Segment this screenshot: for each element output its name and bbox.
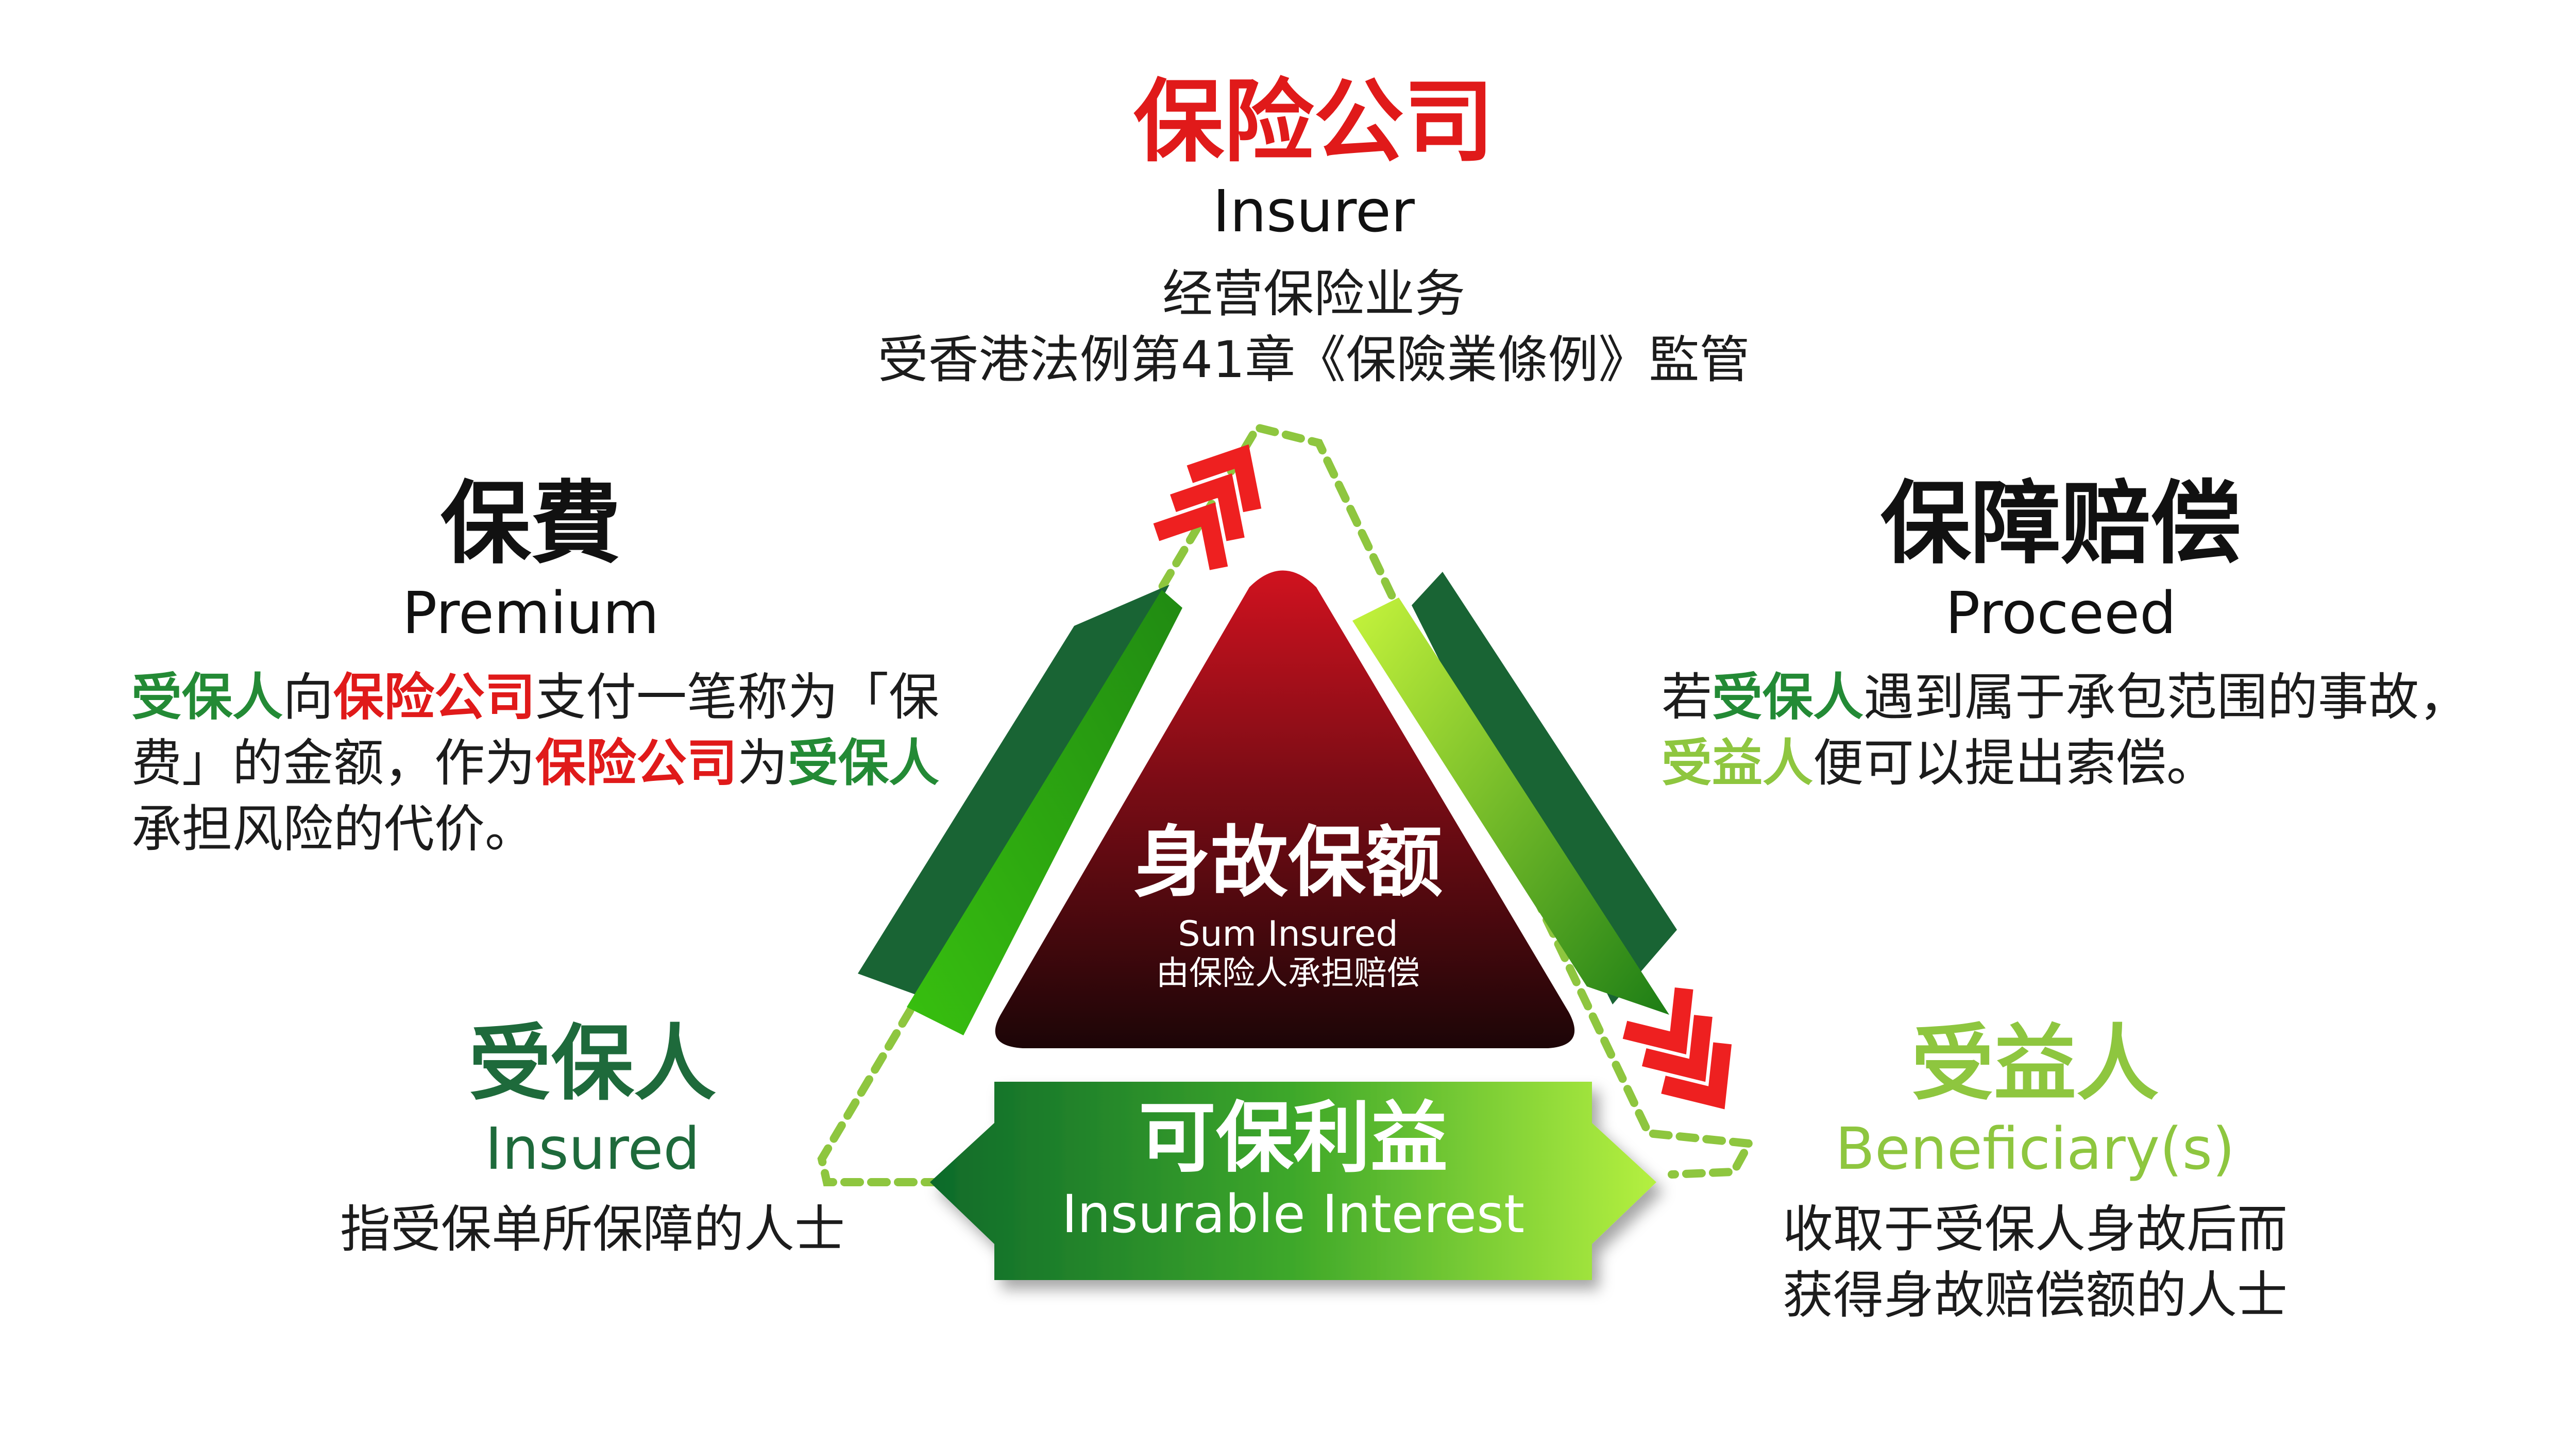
insurer-block: 保险公司 Insurer 经营保险业务 受香港法例第41章《保險業條例》監管 xyxy=(876,77,1752,393)
down-chevron-arrow-icon xyxy=(1622,987,1732,1110)
premium-band xyxy=(858,585,1182,1035)
sum-insured-title-zh: 身故保额 xyxy=(1133,818,1443,908)
proceed-title-zh: 保障赔偿 xyxy=(1880,472,2241,576)
proceed-title-en: Proceed xyxy=(1945,580,2177,647)
insurable-interest-title-zh: 可保利益 xyxy=(1138,1094,1448,1183)
proceed-band xyxy=(1352,572,1677,1015)
premium-text-a: 向 xyxy=(283,668,334,727)
sum-insured-desc: 由保险人承担赔偿 xyxy=(1156,954,1420,993)
sum-insured-title-en: Sum Insured xyxy=(1178,914,1398,954)
insurer-desc-line1: 经营保险业务 xyxy=(1162,265,1465,323)
premium-title-zh: 保費 xyxy=(440,472,621,576)
sum-insured-triangle xyxy=(995,570,1575,1048)
up-chevron-arrow-icon xyxy=(1153,444,1262,570)
premium-insured-ref: 受保人 xyxy=(131,668,283,727)
beneficiary-title-zh: 受益人 xyxy=(1911,1015,2159,1112)
premium-heading: 保費 Premium xyxy=(350,479,711,642)
beneficiary-block: 受益人 Beneficiary(s) 收取于受保人身故后而 获得身故赔偿额的人士 xyxy=(1700,1022,2370,1328)
premium-desc-line2: 费」的金额，作为保险公司为受保人 xyxy=(131,730,956,796)
insured-block: 受保人 Insured 指受保单所保障的人士 xyxy=(258,1022,927,1263)
insured-title-zh: 受保人 xyxy=(468,1015,716,1112)
premium-desc-line3: 承担风险的代价。 xyxy=(131,800,536,859)
insurer-desc-line2: 受香港法例第41章《保險業條例》監管 xyxy=(877,331,1750,389)
proceed-desc-line1: 若受保人遇到属于承包范围的事故， xyxy=(1662,664,2537,730)
insurable-interest-block: 可保利益 Insurable Interest xyxy=(994,1100,1592,1241)
proceed-desc: 若受保人遇到属于承包范围的事故， 受益人便可以提出索偿。 xyxy=(1662,664,2537,796)
insurer-title-zh: 保险公司 xyxy=(1133,70,1494,175)
insured-desc: 指受保单所保障的人士 xyxy=(340,1200,845,1259)
premium-insurer-ref: 保险公司 xyxy=(333,668,536,727)
beneficiary-desc-line2: 获得身故赔偿额的人士 xyxy=(1782,1266,2287,1325)
premium-text-d: 为 xyxy=(737,734,788,793)
insurable-interest-banner xyxy=(930,1082,1656,1280)
beneficiary-title-en: Beneficiary(s) xyxy=(1835,1116,2235,1183)
premium-text-b: 支付一笔称为「保 xyxy=(535,668,940,727)
premium-desc-line1: 受保人向保险公司支付一笔称为「保 xyxy=(131,664,956,730)
proceed-beneficiary-ref: 受益人 xyxy=(1662,734,1814,793)
proceed-insured-ref: 受保人 xyxy=(1712,668,1864,727)
premium-text-c: 费」的金额，作为 xyxy=(131,734,536,793)
beneficiary-desc-line1: 收取于受保人身故后而 xyxy=(1782,1200,2287,1259)
premium-insurer-ref-2: 保险公司 xyxy=(535,734,738,793)
insured-title-en: Insured xyxy=(485,1116,700,1183)
proceed-text-a: 若 xyxy=(1662,668,1713,727)
dotted-connector-line xyxy=(817,422,1756,1186)
premium-title-en: Premium xyxy=(402,580,659,647)
proceed-text-b: 遇到属于承包范围的事故， xyxy=(1863,668,2470,727)
proceed-heading: 保障赔偿 Proceed xyxy=(1829,479,2293,642)
premium-insured-ref-2: 受保人 xyxy=(788,734,940,793)
sum-insured-block: 身故保额 Sum Insured 由保险人承担赔偿 xyxy=(1030,824,1546,990)
insurable-interest-title-en: Insurable Interest xyxy=(1061,1184,1525,1245)
proceed-text-c: 便可以提出索偿。 xyxy=(1813,734,2217,793)
insurer-title-en: Insurer xyxy=(1213,178,1415,245)
proceed-desc-line2: 受益人便可以提出索偿。 xyxy=(1662,730,2537,796)
premium-desc: 受保人向保险公司支付一笔称为「保 费」的金额，作为保险公司为受保人 承担风险的代… xyxy=(131,664,956,862)
